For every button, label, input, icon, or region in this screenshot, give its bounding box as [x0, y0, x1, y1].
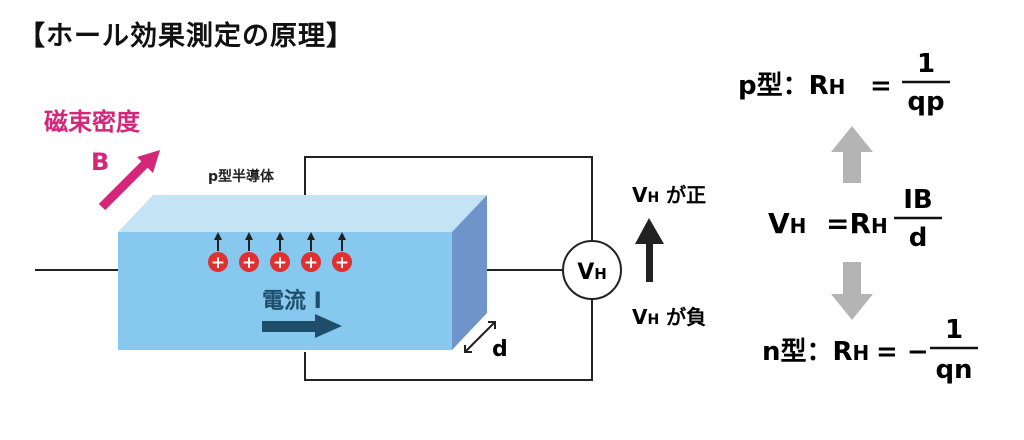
slab-side-face — [452, 195, 487, 350]
svg-text:1: 1 — [945, 315, 963, 345]
hole: + — [239, 232, 259, 273]
semiconductor-slab — [118, 195, 487, 350]
hole: + — [332, 232, 352, 273]
circuit-wires — [35, 156, 593, 381]
voltmeter-label: VH — [577, 260, 607, 285]
hall-voltage-formula: VH =RH IB d — [768, 185, 942, 253]
magnetic-field-symbol: B — [91, 148, 109, 176]
hole-plus-sign: + — [304, 253, 318, 273]
svg-text:IB: IB — [903, 185, 933, 215]
gray-up-arrow — [831, 126, 873, 183]
hole-plus-sign: + — [335, 253, 349, 273]
magnetic-field-arrow — [98, 150, 160, 211]
thickness-label: d — [492, 337, 508, 362]
holes-group: + + + + + — [208, 232, 352, 273]
voltmeter — [562, 240, 622, 300]
svg-text:=: = — [870, 71, 892, 101]
svg-text:qp: qp — [907, 87, 944, 117]
svg-text:= −: = − — [876, 337, 929, 367]
svg-text:n型：RH: n型：RH — [762, 337, 869, 367]
svg-text:qn: qn — [935, 355, 972, 385]
gray-down-arrow — [831, 262, 873, 320]
hole-plus-sign: + — [211, 253, 225, 273]
slab-top-face — [118, 195, 487, 232]
page-title: 【ホール効果測定の原理】 — [18, 21, 354, 52]
hall-voltage-negative-label: VH が負 — [632, 305, 706, 329]
thickness-arrow — [464, 321, 496, 353]
hole: + — [270, 232, 290, 273]
hall-voltage-up-arrow — [635, 218, 664, 282]
hole: + — [301, 232, 321, 273]
p-type-formula: p型：RH = 1 qp — [738, 49, 950, 117]
svg-text:1: 1 — [917, 49, 935, 79]
material-label: p型半導体 — [208, 168, 275, 185]
hall-voltage-positive-label: VH が正 — [632, 183, 706, 207]
current-arrow — [262, 314, 342, 338]
svg-text:d: d — [909, 223, 928, 253]
svg-text:VH: VH — [768, 207, 806, 240]
hole-plus-sign: + — [242, 253, 256, 273]
hole: + — [208, 232, 228, 273]
hole-plus-sign: + — [273, 253, 287, 273]
n-type-formula: n型：RH = − 1 qn — [762, 315, 978, 385]
current-label: 電流 I — [262, 288, 322, 314]
svg-text:p型：RH: p型：RH — [738, 71, 845, 101]
svg-text:=RH: =RH — [826, 207, 888, 240]
magnetic-flux-label: 磁束密度 — [44, 108, 141, 136]
